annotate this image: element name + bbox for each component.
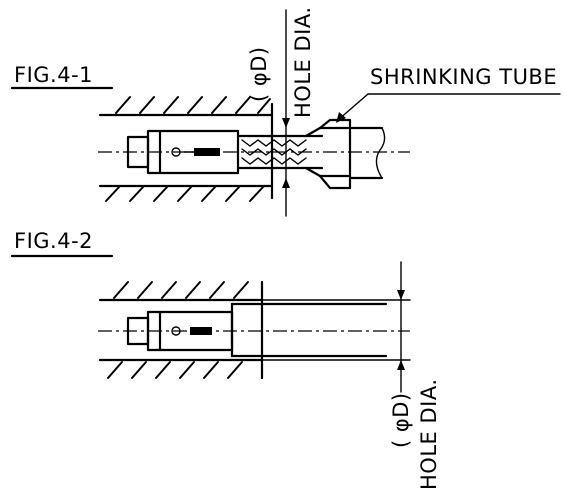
wall-section (98, 280, 264, 380)
dimension-text: HOLE DIA. (291, 7, 315, 119)
connector-body (126, 302, 388, 358)
figure-4-1: FIG.4-1 (10, 7, 561, 217)
wall-section (98, 96, 274, 202)
cable-outlet (304, 118, 386, 190)
figure-label: FIG.4-1 (14, 63, 93, 87)
dimension-symbol: ( φD) (389, 392, 413, 448)
hole-diameter-dimension: ( φD) HOLE DIA. (247, 7, 315, 217)
figure-4-2: FIG.4-2 (10, 229, 441, 491)
figure-label: FIG.4-2 (14, 229, 93, 253)
dimension-symbol: ( φD) (247, 46, 271, 102)
shrinking-tube-callout: SHRINKING TUBE (336, 65, 561, 123)
hole-diameter-dimension: ( φD) HOLE DIA. (261, 261, 441, 491)
dimension-text: HOLE DIA. (417, 379, 441, 491)
callout-text: SHRINKING TUBE (370, 65, 557, 89)
